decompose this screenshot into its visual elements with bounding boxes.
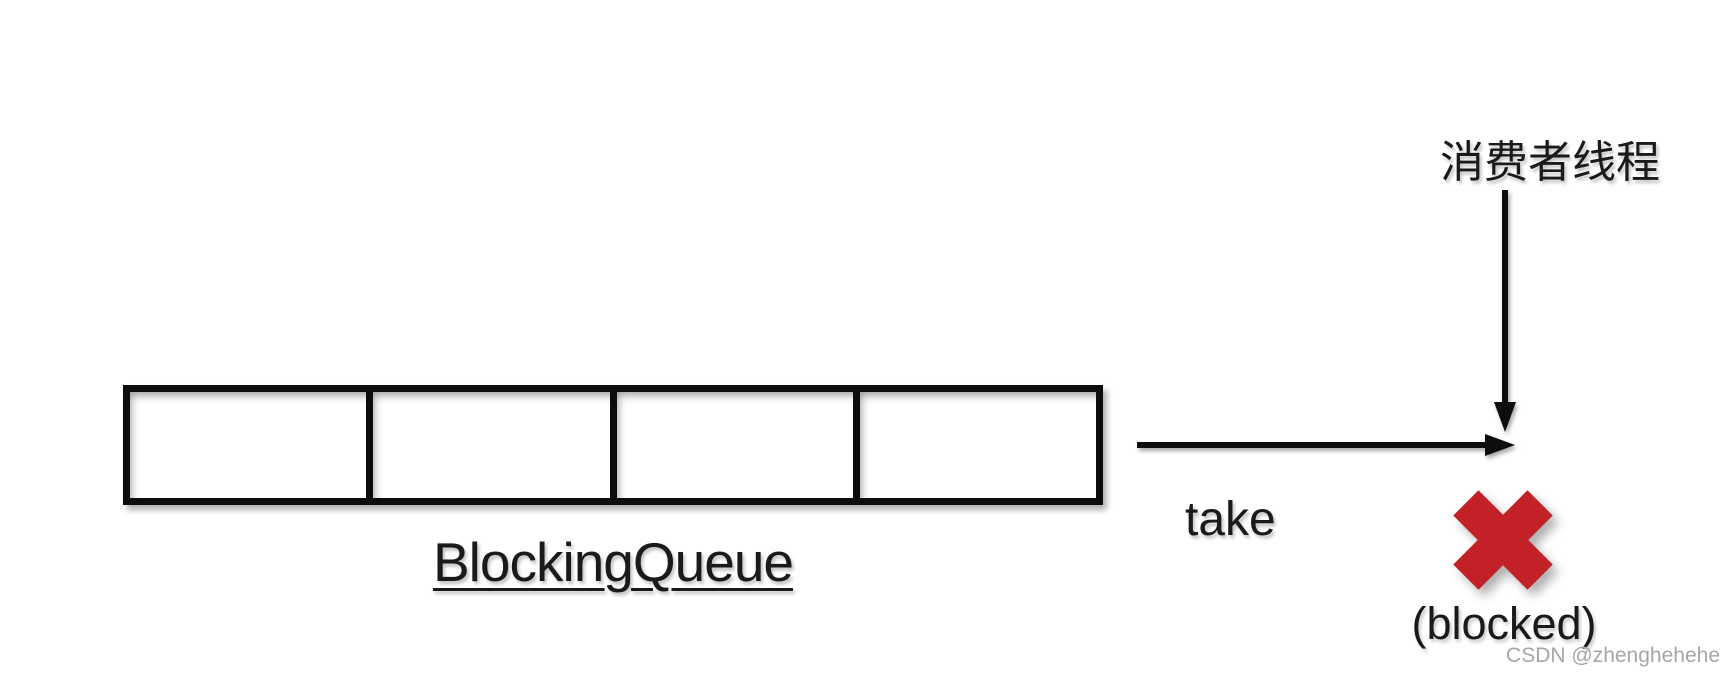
blocking-queue bbox=[123, 385, 1103, 505]
take-arrow-icon bbox=[1137, 434, 1515, 456]
consumer-thread-label: 消费者线程 bbox=[1440, 138, 1660, 187]
consumer-arrow-icon bbox=[1494, 190, 1516, 432]
queue-cell bbox=[130, 392, 367, 498]
queue-cell bbox=[852, 392, 1096, 498]
watermark: CSDN @zhenghehehe bbox=[1506, 644, 1720, 667]
blocked-label: (blocked) bbox=[1411, 598, 1597, 649]
queue-cell bbox=[609, 392, 853, 498]
queue-cell bbox=[366, 392, 610, 498]
take-label: take bbox=[1185, 493, 1276, 546]
blocked-cross-icon bbox=[1453, 490, 1553, 590]
blocking-queue-label: BlockingQueue bbox=[432, 531, 794, 593]
